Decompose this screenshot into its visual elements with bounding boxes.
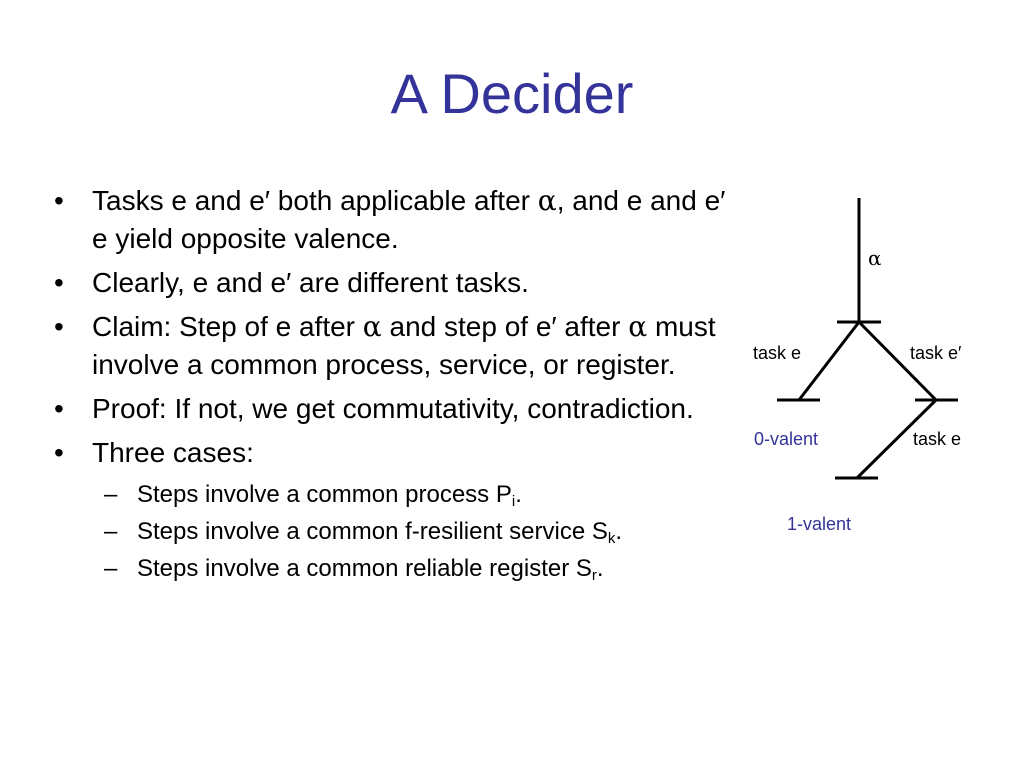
bullet-item: • Claim: Step of e after α and step of e… [54, 308, 734, 384]
task-e-label: task e [753, 343, 801, 363]
bullet-text: Proof: If not, we get commutativity, con… [92, 393, 694, 424]
sub-bullet-item: – Steps involve a common reliable regist… [54, 552, 734, 585]
sub-bullet-text: Steps involve a common reliable register… [137, 555, 592, 582]
task-e-edge [797, 321, 861, 401]
suffix: . [596, 555, 604, 582]
bullet-marker: • [54, 311, 64, 342]
sub-bullet-text: Steps involve a common f-resilient servi… [137, 518, 608, 545]
bullet-marker: • [54, 185, 64, 216]
bullet-item: • Proof: If not, we get commutativity, c… [54, 390, 734, 428]
bullet-list: • Tasks e and e′ both applicable after α… [54, 182, 734, 589]
alpha-label: α [868, 246, 882, 270]
dash-marker: – [104, 555, 118, 582]
sub-bullet-item: – Steps involve a common f-resilient ser… [54, 515, 734, 548]
suffix: . [515, 481, 522, 508]
bullet-text: Clearly, e and e′ are different tasks. [92, 267, 529, 298]
bullet-marker: • [54, 437, 64, 468]
bullet-item: • Three cases: [54, 434, 734, 472]
sub-bullet-list: – Steps involve a common process Pi. – S… [54, 478, 734, 585]
bullet-marker: • [54, 267, 64, 298]
subscript: k [607, 530, 616, 547]
task-e-prime-label: task e′ [910, 343, 962, 363]
bullet-text: , and e and e′ e yield opposite valence. [92, 185, 726, 254]
suffix: . [615, 518, 623, 545]
bullet-text: Three cases: [92, 437, 254, 468]
bullet-text: must involve a common process, service, … [92, 311, 716, 380]
task-e-prime-edge [857, 320, 938, 402]
alpha-symbol: α [628, 310, 648, 343]
sub-bullet-text: Steps involve a common process P [137, 481, 512, 508]
bullet-marker: • [54, 393, 64, 424]
dash-marker: – [104, 481, 118, 508]
subscript: i [511, 493, 516, 510]
task-e-second-label: task e [913, 429, 961, 449]
zero-valent-label: 0-valent [754, 429, 818, 449]
task-e-second-edge [855, 398, 938, 480]
alpha-symbol: α [362, 310, 382, 343]
bullet-text: and step of e′ after [381, 311, 629, 342]
sub-bullet-item: – Steps involve a common process Pi. [54, 478, 734, 511]
bullet-item: • Tasks e and e′ both applicable after α… [54, 182, 734, 258]
bullet-text: Tasks e and e′ both applicable after [92, 185, 538, 216]
bullet-item: • Clearly, e and e′ are different tasks. [54, 264, 734, 302]
slide-title: A Decider [390, 62, 634, 125]
subscript: r [591, 567, 597, 584]
dash-marker: – [104, 518, 118, 545]
bullet-text: Claim: Step of e after [92, 311, 363, 342]
one-valent-label: 1-valent [787, 514, 851, 534]
alpha-symbol: α [537, 184, 557, 217]
